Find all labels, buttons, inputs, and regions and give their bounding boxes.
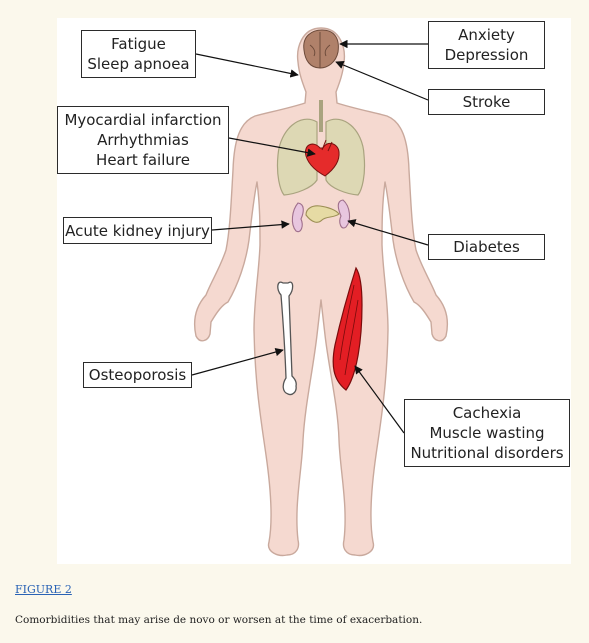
label-line: Heart failure: [96, 151, 190, 169]
label-stroke: Stroke: [428, 89, 545, 115]
label-line: Myocardial infarction: [64, 111, 222, 129]
label-cachexia-muscle-nutrition: Cachexia Muscle wasting Nutritional diso…: [404, 399, 570, 467]
label-line: Sleep apnoea: [87, 55, 190, 73]
label-line: Stroke: [462, 93, 511, 111]
label-line: Arrhythmias: [97, 131, 189, 149]
body-diagram: [191, 27, 449, 557]
label-cardiac: Myocardial infarction Arrhythmias Heart …: [57, 106, 229, 174]
label-line: Anxiety: [458, 26, 515, 44]
arrow-cardiac: [228, 137, 316, 157]
arrow-osteoporosis: [191, 347, 284, 376]
pancreas: [305, 205, 340, 223]
label-line: Cachexia: [452, 404, 522, 422]
label-line: Nutritional disorders: [410, 444, 564, 462]
label-osteoporosis: Osteoporosis: [83, 362, 192, 388]
figure-link[interactable]: FIGURE 2: [15, 583, 72, 596]
label-line: Fatigue: [111, 35, 166, 53]
label-line: Depression: [444, 46, 529, 64]
arrow-diabetes: [347, 219, 429, 246]
label-acute-kidney-injury: Acute kidney injury: [63, 217, 212, 244]
label-line: Muscle wasting: [429, 424, 545, 442]
label-line: Osteoporosis: [88, 366, 187, 384]
label-line: Acute kidney injury: [65, 221, 210, 240]
right-lung: [325, 118, 366, 196]
brain: [303, 29, 339, 69]
label-diabetes: Diabetes: [428, 234, 545, 260]
arrow-fatigue: [195, 53, 299, 78]
right-kidney: [337, 199, 351, 229]
left-kidney: [291, 202, 304, 233]
label-fatigue-sleep-apnoea: Fatigue Sleep apnoea: [81, 30, 196, 78]
arrow-muscle: [354, 365, 405, 434]
left-lung: [276, 118, 318, 196]
arrow-kidney: [211, 220, 290, 231]
femur: [277, 281, 297, 396]
label-line: Diabetes: [453, 238, 520, 256]
arrow-stroke: [335, 61, 429, 101]
figure-caption: Comorbidities that may arise de novo or …: [15, 614, 423, 626]
body-silhouette: [193, 27, 449, 557]
label-anxiety-depression: Anxiety Depression: [428, 21, 545, 69]
